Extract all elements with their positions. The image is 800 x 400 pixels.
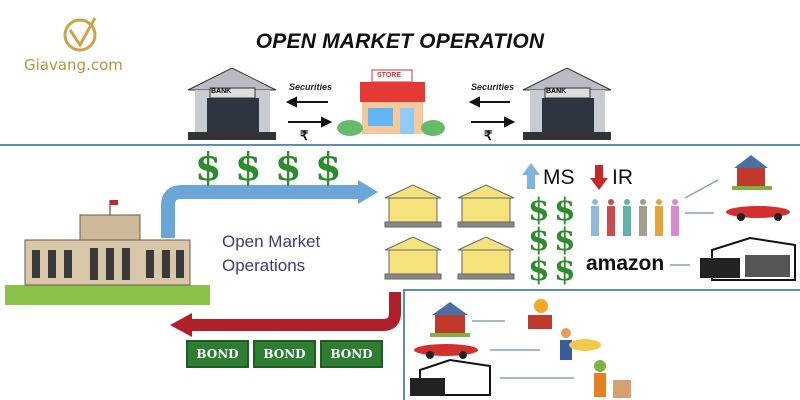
open-market-operations-label: Open Market Operations <box>222 230 320 278</box>
dollar-icon: $ <box>315 144 342 189</box>
bond-icon: BOND <box>320 340 383 368</box>
federal-reserve-building-icon <box>5 200 210 305</box>
bank-icon <box>522 67 612 140</box>
dollar-icon: $ <box>554 192 576 228</box>
blue-flow-arrow <box>161 185 360 238</box>
bank-label: BANK <box>546 88 567 95</box>
warehouse-truck-icon <box>700 236 796 281</box>
rupee-label: ₹ <box>484 128 493 143</box>
bond-icon: BOND <box>186 340 249 368</box>
worker-icon <box>528 299 552 329</box>
flow-arrows <box>472 179 719 379</box>
dollar-icon: $ <box>235 144 262 189</box>
gold-logo-icon <box>63 17 97 52</box>
car-dealer-icon <box>560 328 601 360</box>
car-icon <box>414 344 478 359</box>
delivery-worker-icon <box>594 360 631 398</box>
dollar-icon: $ <box>554 222 576 258</box>
people-icon <box>591 199 679 236</box>
bank-icons-grid <box>384 184 515 280</box>
rupee-label: ₹ <box>300 128 309 143</box>
logo-text: Giavang.com <box>24 56 123 74</box>
page-title: OPEN MARKET OPERATION <box>255 30 545 53</box>
lower-box-border <box>403 289 800 400</box>
warehouse-truck-icon <box>410 358 491 396</box>
ms-up-arrow-icon <box>522 163 540 189</box>
car-icon <box>726 206 790 221</box>
bank-label: BANK <box>211 88 232 95</box>
securities-label: Securities <box>289 82 333 92</box>
house-icon <box>430 302 470 337</box>
bond-icon: BOND <box>253 340 316 368</box>
ir-down-arrow-icon <box>590 165 608 190</box>
dollar-icon: $ <box>195 144 222 189</box>
securities-arrows <box>285 96 516 128</box>
dollar-icon: $ <box>528 222 550 258</box>
store-label: STORE <box>377 72 401 79</box>
store-icon <box>337 69 445 136</box>
amazon-logo: amazon <box>586 252 665 275</box>
dollar-icon: $ <box>528 192 550 228</box>
house-icon <box>732 155 772 190</box>
red-flow-arrow <box>190 292 401 331</box>
bank-icon <box>187 67 277 140</box>
securities-label: Securities <box>471 82 515 92</box>
dollar-icon: $ <box>275 144 302 189</box>
label-line2: Operations <box>222 256 306 275</box>
ir-label: IR <box>612 166 633 189</box>
dollar-icon: $ <box>554 252 576 288</box>
label-line1: Open Market <box>222 232 321 251</box>
dollar-icon: $ <box>528 252 550 288</box>
ms-label: MS <box>543 166 575 189</box>
